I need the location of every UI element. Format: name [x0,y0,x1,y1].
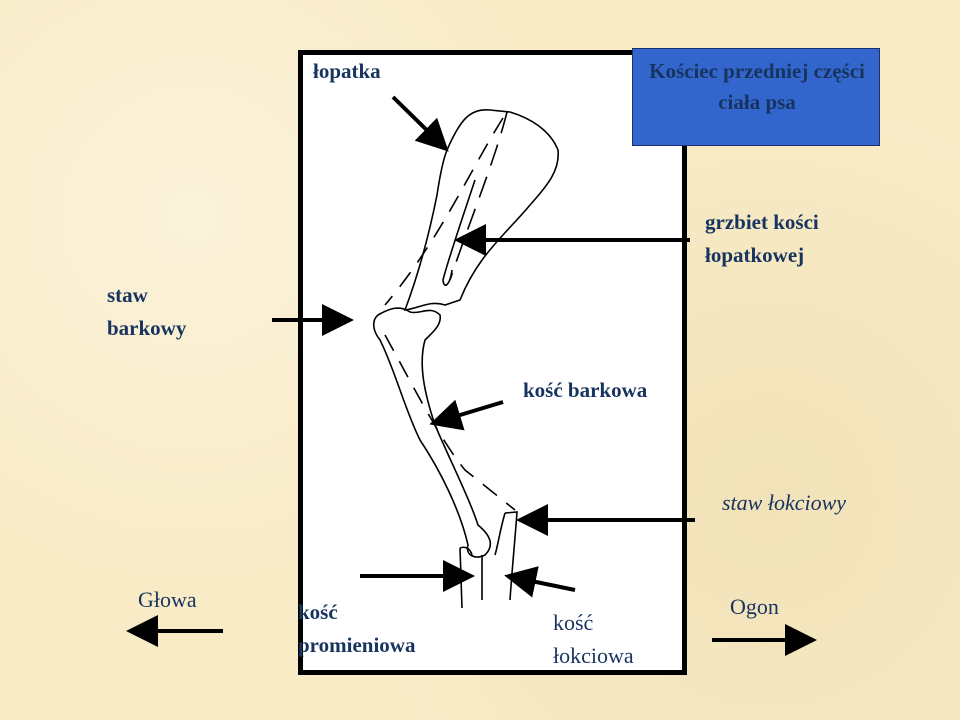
label-kosc-promieniowa-1: kość [298,600,338,624]
label-staw-lokciowy: staw łokciowy [722,490,847,515]
ulna-outline [494,511,518,601]
label-ogon: Ogon [730,594,779,619]
title-line-2: ciała psa [718,90,796,114]
humerus-axis-dashed [384,334,516,511]
humerus-outline [372,307,492,558]
title-line-1: Kościec przedniej części [649,59,865,83]
label-staw-barkowy-1: staw [107,283,148,307]
slide-title: Kościec przedniej części ciała psa [600,56,914,118]
scapula-outline [403,109,559,311]
label-grzbiet-1: grzbiet kości [705,210,819,234]
label-staw-barkowy-2: barkowy [107,316,187,340]
arrow-kosc-barkowa [429,399,504,431]
scapula-spine-dashed [449,111,508,281]
label-kosc-lokciowa-2: łokciowa [553,643,634,668]
label-kosc-lokciowa-1: kość [553,610,594,635]
label-kosc-barkowa: kość barkowa [523,378,648,402]
label-grzbiet-2: łopatkowej [705,243,805,267]
label-kosc-promieniowa-2: promieniowa [298,633,416,657]
arrow-lopatka [391,95,449,152]
arrow-kosc-lokciowa [504,566,576,598]
scapula-spine-ridge [442,179,476,286]
label-arrows [126,95,817,656]
label-lopatka: łopatka [313,59,381,83]
bone-outlines [372,109,559,609]
scapula-axis-dashed [384,117,504,306]
label-glowa: Głowa [138,587,197,612]
title-box [632,48,880,146]
diagram-frame [298,50,687,675]
